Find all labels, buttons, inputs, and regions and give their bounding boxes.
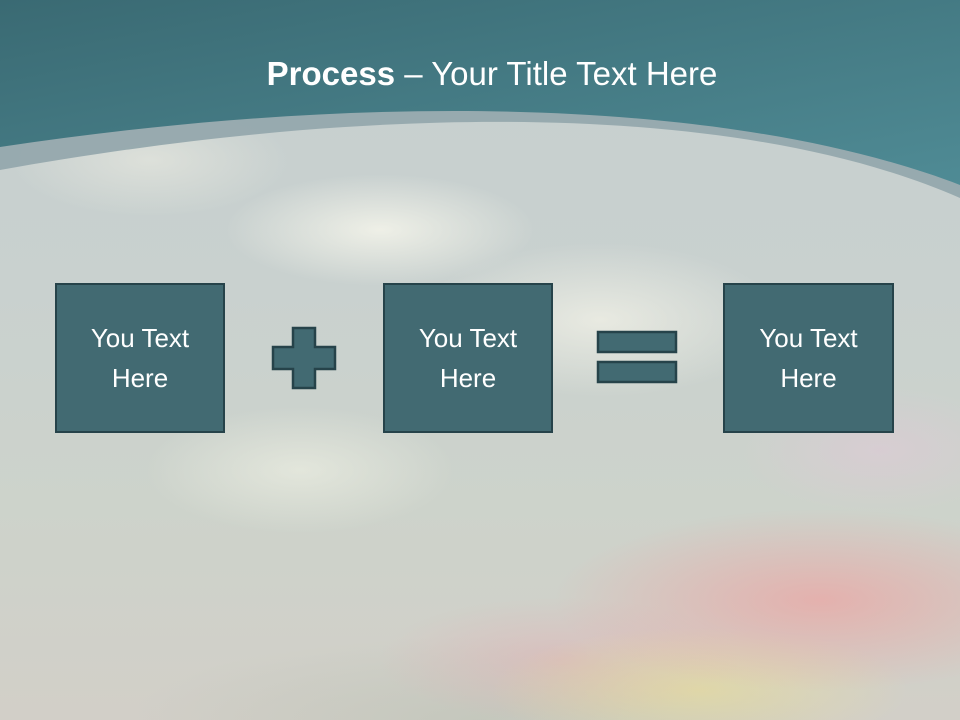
- slide-title: Process – Your Title Text Here: [0, 52, 960, 96]
- process-step-2-label: You Text Here: [418, 323, 518, 393]
- title-bold-text: Process: [266, 55, 396, 92]
- process-step-3-label: You Text Here: [759, 323, 858, 393]
- title-rest-text: – Your Title Text Here: [395, 55, 718, 92]
- process-step-1-label: You Text Here: [90, 323, 190, 393]
- process-step-2[interactable]: You Text Here: [383, 283, 553, 433]
- equals-icon: [596, 330, 678, 384]
- plus-icon: [271, 326, 337, 390]
- header-banner: [0, 0, 960, 198]
- header-fill: [0, 0, 960, 185]
- process-step-3[interactable]: You Text Here: [723, 283, 894, 433]
- process-step-1[interactable]: You Text Here: [55, 283, 225, 433]
